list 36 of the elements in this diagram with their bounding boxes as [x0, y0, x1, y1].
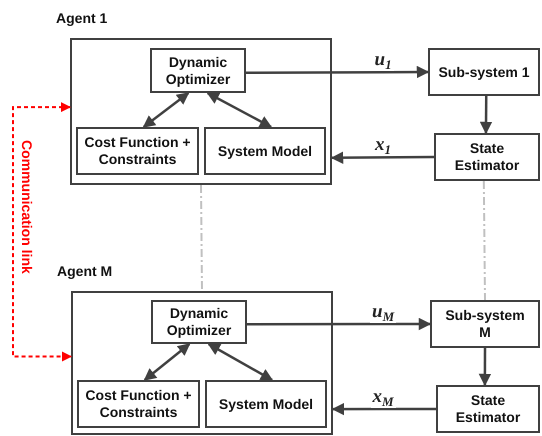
process-box: [204, 127, 326, 175]
box-label: System Model: [218, 396, 314, 412]
dashed-connector: [12, 102, 72, 362]
box-label: Dynamic Optimizer: [164, 54, 232, 88]
agent-heading: Agent 1: [56, 10, 108, 27]
process-box: [150, 48, 246, 93]
arrow: [247, 318, 432, 330]
process-box: [436, 385, 540, 433]
arrow: [206, 92, 272, 128]
process-box: [434, 133, 540, 181]
process-box: [76, 127, 199, 175]
box-label: Cost Function + Constraints: [84, 387, 193, 421]
dashed-connector: [482, 180, 486, 300]
arrow: [330, 151, 434, 164]
box-label: Sub-system 1: [437, 64, 531, 80]
process-box: [428, 48, 540, 96]
process-box: [430, 300, 540, 348]
process-box: [205, 380, 327, 428]
arrow: [246, 66, 430, 78]
process-box: [151, 300, 247, 344]
arrow: [478, 348, 492, 386]
box-label: State Estimator: [454, 140, 520, 174]
box-label: System Model: [216, 142, 314, 160]
box-label: Dynamic Optimizer: [166, 305, 232, 339]
box-label: Sub-system M: [444, 307, 526, 341]
arrow: [144, 343, 190, 381]
agent-heading: Agent M: [57, 263, 112, 280]
arrow: [332, 402, 436, 416]
dashed-connector: [200, 184, 203, 292]
box-label: State Estimator: [454, 392, 522, 426]
process-box: [77, 380, 200, 428]
arrow: [480, 96, 492, 134]
link-label: Communication link: [19, 140, 35, 274]
box-label: Cost Function + Constraints: [83, 134, 192, 168]
arrow: [208, 342, 274, 382]
arrow: [142, 92, 190, 128]
